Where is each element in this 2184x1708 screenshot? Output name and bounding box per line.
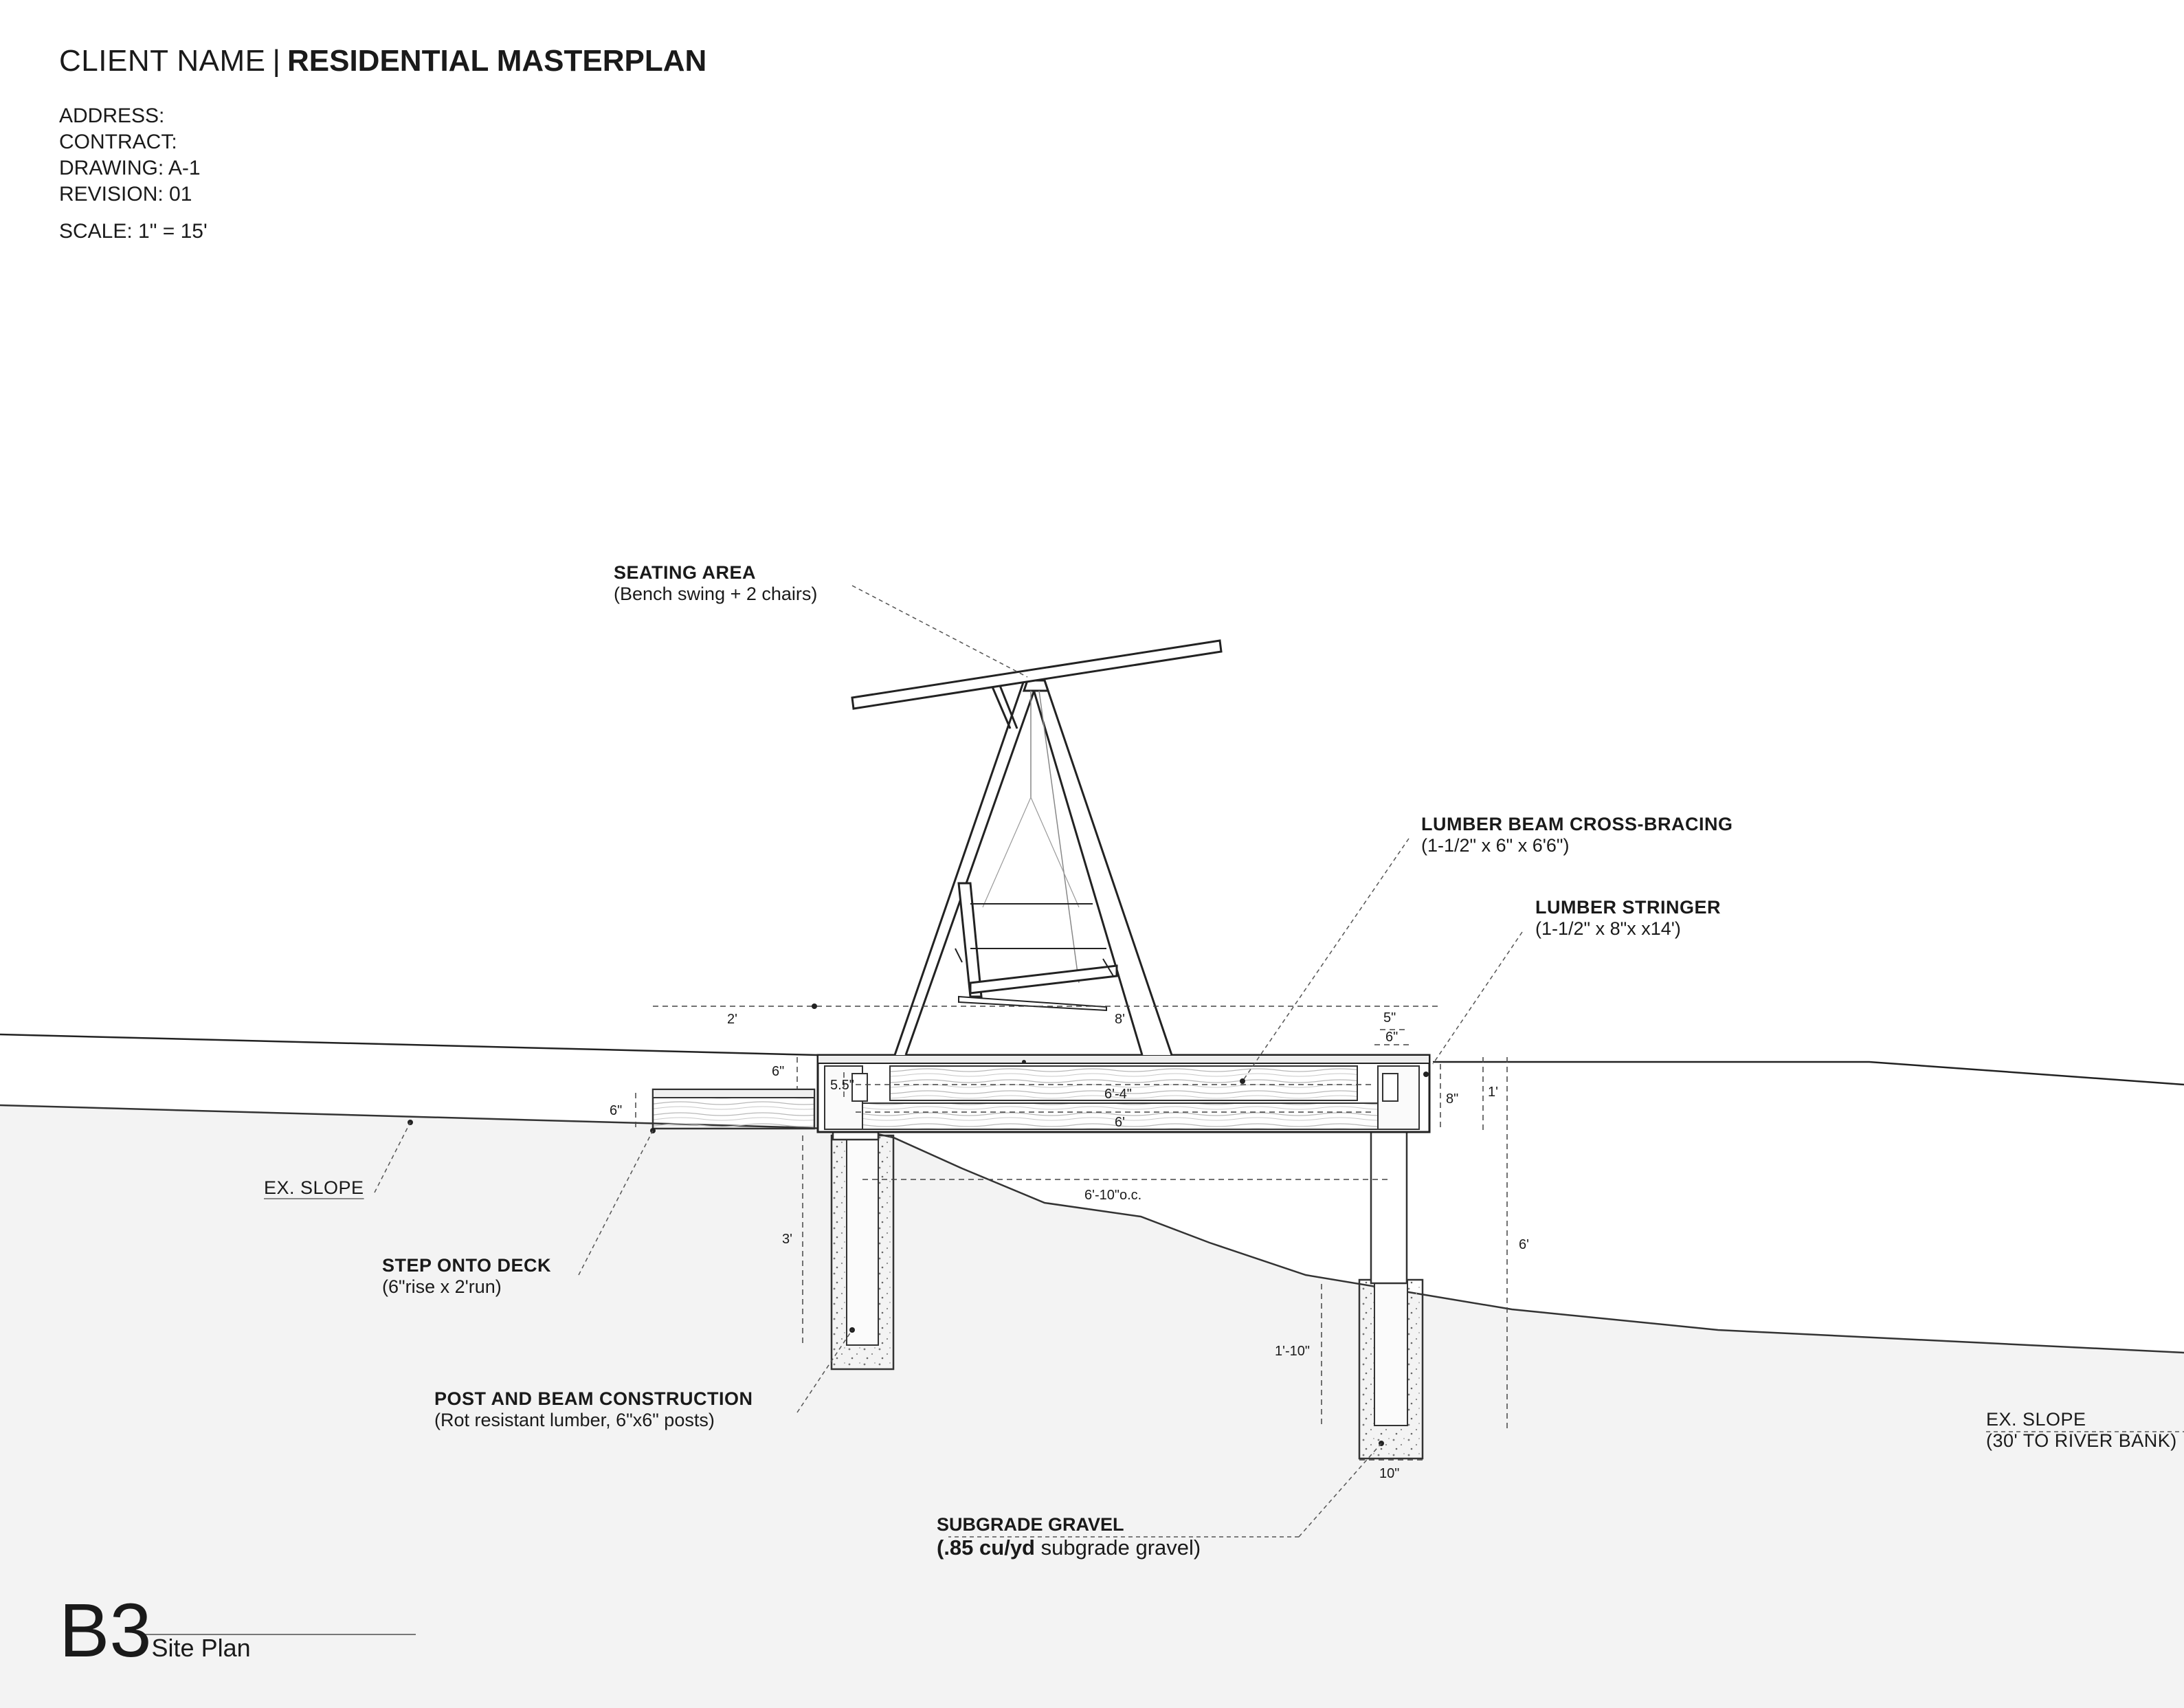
dim-6ft-10in-oc: 6'-10"o.c. [1084,1188,1142,1203]
sheet-name: Site Plan [151,1634,251,1662]
dim-1ft-10in: 1'-10" [1275,1344,1310,1359]
a-frame-swing [851,639,1223,1056]
ex-slope-left-label: EX. SLOPE [264,1177,364,1198]
callout-subgrade-gravel: SUBGRADE GRAVEL (.85 cu/yd subgrade grav… [937,1514,1201,1560]
upper-grade-line [0,1033,818,1056]
gravel-note: subgrade gravel) [1035,1535,1201,1560]
callout-seating-area: SEATING AREA (Bench swing + 2 chairs) [614,562,817,605]
dim-8ft: 8' [1115,1012,1125,1027]
dim-10in: 10" [1379,1466,1400,1481]
lumber-stringer-beam [855,1102,1403,1130]
dim-6ft-beam: 6' [1115,1115,1125,1130]
revision-label: REVISION: 01 [59,183,192,206]
cross-bracing-note: (1-1/2" x 6" x 6'6") [1421,835,1570,856]
step-stringer [652,1089,815,1098]
ex-slope-right-note: (30' TO RIVER BANK) [1986,1430,2177,1451]
dim-5-5in: 5.5" [830,1078,854,1093]
seating-area-note: (Bench swing + 2 chairs) [614,584,818,604]
dim-1ft: 1' [1488,1085,1498,1100]
callout-post-and-beam: POST AND BEAM CONSTRUCTION (Rot resistan… [434,1388,753,1431]
post-right-below [1374,1279,1408,1426]
gravel-title: SUBGRADE GRAVEL [937,1514,1124,1535]
upper-grade-line-right [1433,1061,2184,1086]
dim-2ft: 2' [727,1012,737,1027]
ex-slope-right-label: EX. SLOPE [1986,1409,2086,1430]
sheet-title: B3Site Plan [59,1593,251,1669]
drawing-label: DRAWING: A-1 [59,157,201,179]
gravel-quantity: (.85 cu/yd [937,1535,1035,1560]
dim-5in: 5" [1383,1010,1396,1025]
title-separator: | [272,44,280,78]
blocking-right [1382,1073,1399,1102]
cross-bracing-title: LUMBER BEAM CROSS-BRACING [1421,814,1733,834]
callout-step-onto-deck: STEP ONTO DECK (6"rise x 2'run) [382,1255,551,1298]
cross-bracing-beam [889,1065,1358,1101]
leader-lines [374,585,2184,1538]
dim-6in-top: 6" [1385,1030,1399,1045]
address-label: ADDRESS: [59,104,165,127]
project-meta: ADDRESS: CONTRACT: DRAWING: A-1 REVISION… [59,103,201,208]
post-left-below [846,1135,879,1346]
post-beam-title: POST AND BEAM CONSTRUCTION [434,1388,753,1409]
step-title: STEP ONTO DECK [382,1255,552,1276]
dimension-lines [635,1006,1508,1461]
dim-6ft-4in: 6'-4" [1104,1087,1132,1102]
step-note: (6"rise x 2'run) [382,1276,502,1297]
seating-area-title: SEATING AREA [614,562,757,583]
blocking-left [851,1073,868,1102]
title-block: CLIENT NAME|RESIDENTIAL MASTERPLAN [59,44,706,78]
dim-6in-step: 6" [610,1103,623,1118]
post-beam-note: (Rot resistant lumber, 6"x6" posts) [434,1410,715,1430]
post-right [1370,1129,1408,1285]
callout-ex-slope-right: EX. SLOPE (30' TO RIVER BANK) [1986,1409,2177,1452]
dim-6ft-right: 6' [1519,1237,1529,1252]
sheet-id: B3 [59,1588,152,1673]
callout-cross-bracing: LUMBER BEAM CROSS-BRACING (1-1/2" x 6" x… [1421,814,1733,856]
ground-mass [0,1105,2184,1708]
scale-label: SCALE: 1" = 15' [59,220,208,243]
contract-label: CONTRACT: [59,131,177,153]
dim-8in: 8" [1446,1091,1459,1107]
client-name: CLIENT NAME [59,44,266,78]
callout-lumber-stringer: LUMBER STRINGER (1-1/2" x 8"x x14') [1535,897,1721,940]
lumber-stringer-title: LUMBER STRINGER [1535,897,1721,918]
dim-6in-deck: 6" [772,1064,785,1079]
deck-board-top [817,1054,1430,1064]
lumber-stringer-note: (1-1/2" x 8"x x14') [1535,918,1681,939]
dim-3ft: 3' [782,1232,792,1247]
project-title: RESIDENTIAL MASTERPLAN [287,44,707,78]
